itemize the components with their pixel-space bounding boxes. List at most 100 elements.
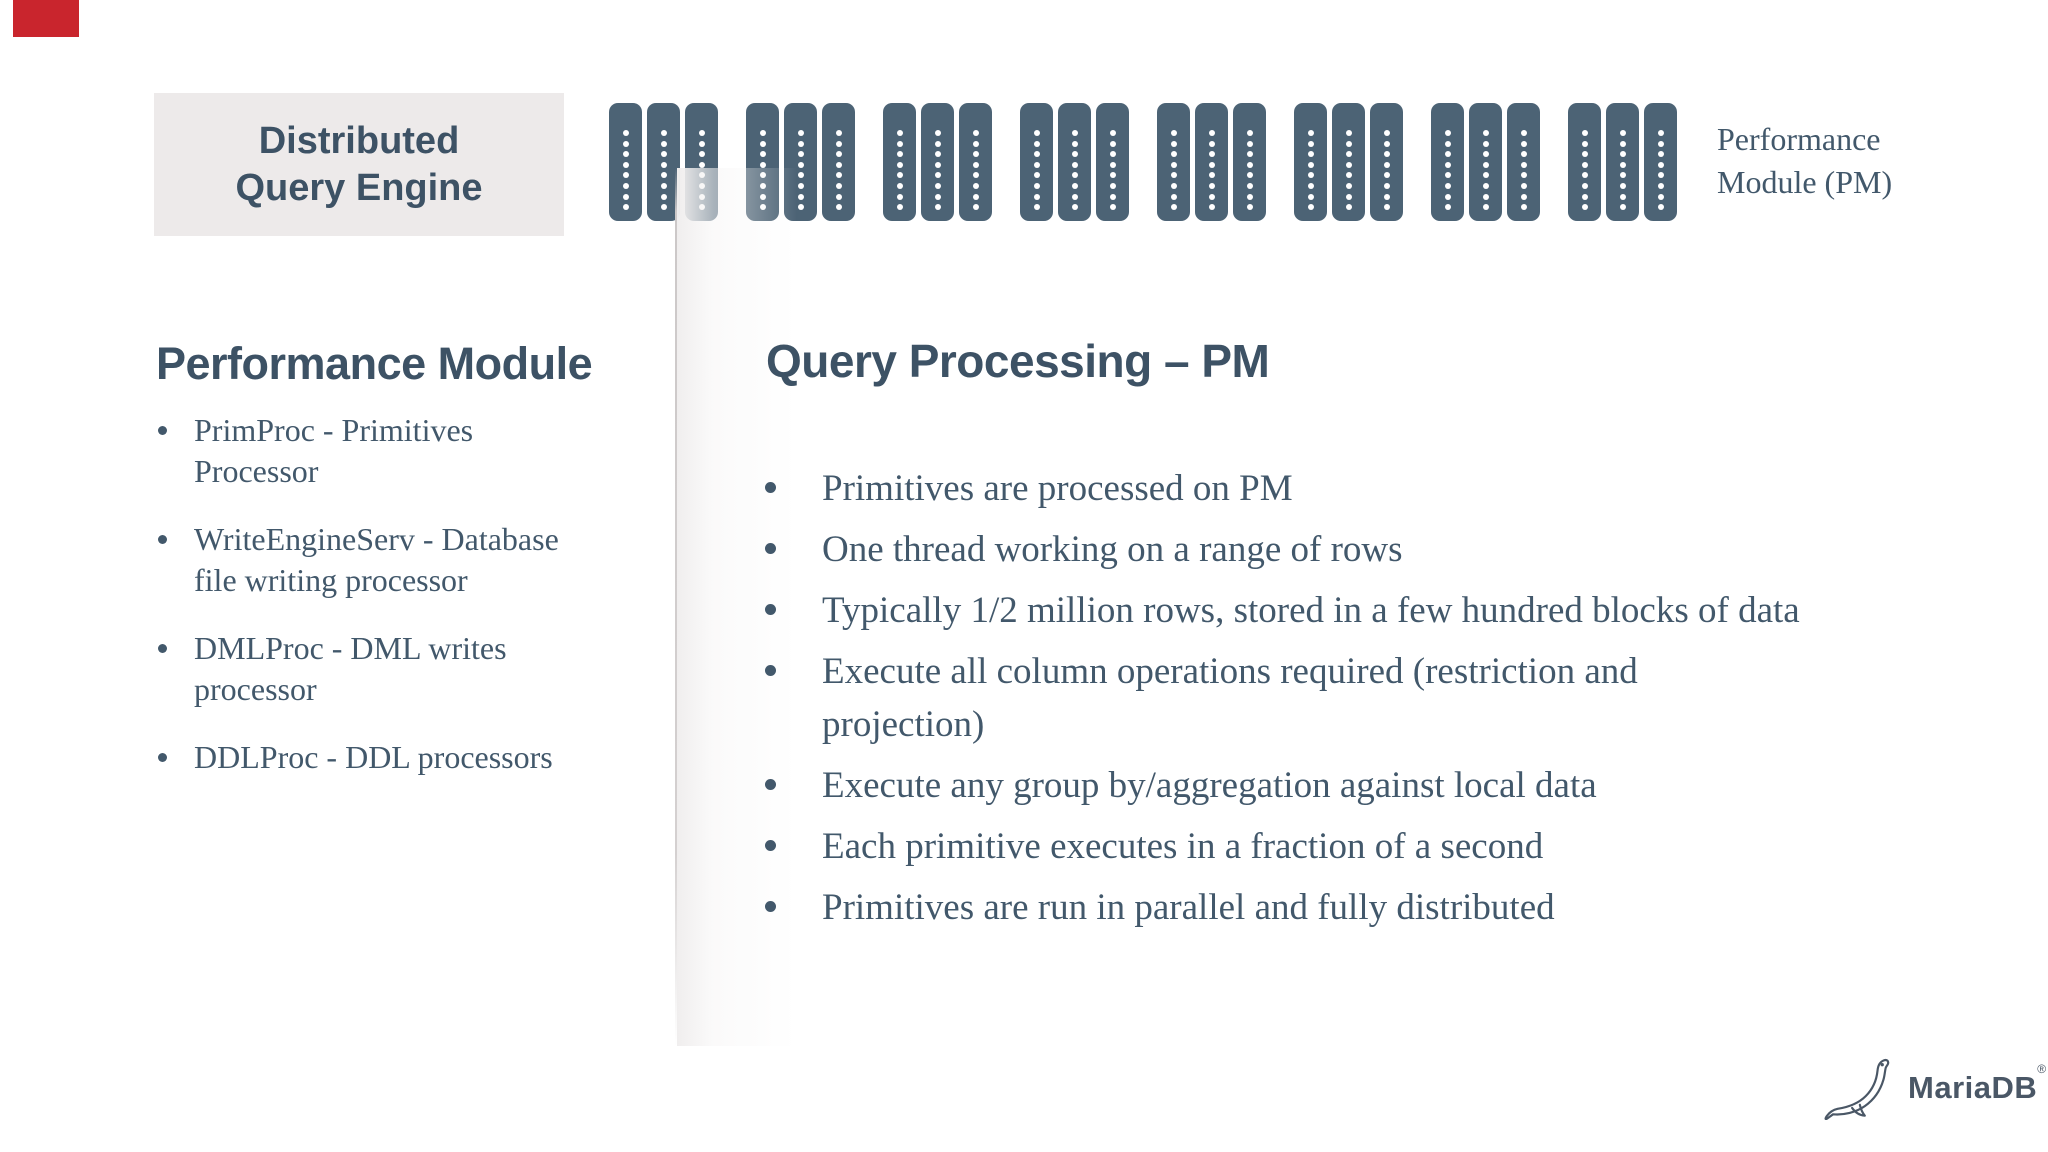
pill-dot (835, 204, 842, 211)
pill-dot (1170, 204, 1177, 211)
pill-dot (622, 204, 629, 211)
pill-dot (1246, 204, 1253, 211)
pill-dot (1581, 151, 1588, 158)
engine-box-line1: Distributed (258, 119, 460, 162)
pill-dot (835, 140, 842, 147)
pill-dot (1619, 151, 1626, 158)
bullet-icon (765, 901, 776, 912)
list-item: Primitives are run in parallel and fully… (765, 881, 1825, 934)
pill-dot (1170, 161, 1177, 168)
list-item: Execute any group by/aggregation against… (765, 759, 1825, 812)
list-item: PrimProc - Primitives Processor (158, 410, 608, 492)
server-pill-icon (1644, 103, 1677, 221)
pill-dot (1345, 161, 1352, 168)
bullet-text: DDLProc - DDL processors (194, 739, 553, 775)
pill-dot (1657, 161, 1664, 168)
pill-dot (797, 130, 804, 136)
pill-dot (1307, 130, 1314, 136)
pill-dot (1071, 161, 1078, 168)
pill-dot (1444, 140, 1451, 147)
server-pill-icon (1370, 103, 1403, 221)
pill-dot (1482, 140, 1489, 147)
server-pill-icon (1294, 103, 1327, 221)
pill-dot (660, 140, 667, 147)
right-panel-shading (677, 168, 797, 1046)
bullet-text: PrimProc - Primitives Processor (194, 412, 474, 489)
pill-dot (1619, 140, 1626, 147)
pill-dot (1520, 140, 1527, 147)
mariadb-wordmark: MariaDB (1908, 1070, 2038, 1105)
pill-dot (1619, 204, 1626, 211)
pill-dot (1033, 151, 1040, 158)
pill-dot (1109, 130, 1116, 136)
pill-dot (934, 161, 941, 168)
server-pill-icon (1233, 103, 1266, 221)
bullet-text: Primitives are processed on PM (822, 468, 1293, 509)
pill-dot (1208, 151, 1215, 158)
list-item: Execute all column operations required (… (765, 645, 1825, 751)
server-pill-icon (1157, 103, 1190, 221)
pill-dot (1109, 161, 1116, 168)
pill-dot (1444, 161, 1451, 168)
bullet-icon (158, 426, 167, 435)
pill-dot (1246, 161, 1253, 168)
pill-dot (660, 193, 667, 200)
pill-dot (1071, 151, 1078, 158)
pill-dot (1033, 182, 1040, 189)
pill-dot (759, 151, 766, 158)
pill-dot (698, 151, 705, 158)
pill-dot (1071, 193, 1078, 200)
pill-dot (698, 161, 705, 168)
pill-dot (1482, 193, 1489, 200)
pill-dot (1657, 204, 1664, 211)
pill-dot (1619, 172, 1626, 179)
left-bullet-list: PrimProc - Primitives Processor WriteEng… (158, 410, 608, 805)
bullet-icon (158, 644, 167, 653)
pill-dot (972, 151, 979, 158)
pill-dot (1657, 172, 1664, 179)
server-cluster (1431, 103, 1540, 221)
bullet-icon (765, 840, 776, 851)
bullet-text: Execute all column operations required (… (822, 651, 1638, 745)
pill-dot (1520, 204, 1527, 211)
pill-dot (934, 204, 941, 211)
server-pill-icon (609, 103, 642, 221)
pill-dot (1208, 140, 1215, 147)
server-pill-icon (1058, 103, 1091, 221)
pill-dot (1109, 193, 1116, 200)
pill-dot (1307, 182, 1314, 189)
pill-dot (1345, 193, 1352, 200)
server-pill-icon (1469, 103, 1502, 221)
bullet-icon (765, 482, 776, 493)
distributed-query-engine-box: Distributed Query Engine (154, 93, 564, 236)
pill-dot (660, 182, 667, 189)
pill-dot (1619, 193, 1626, 200)
server-cluster (1568, 103, 1677, 221)
pill-dot (759, 161, 766, 168)
pill-dot (1444, 193, 1451, 200)
pill-dot (934, 172, 941, 179)
server-cluster (746, 103, 855, 221)
pill-dot (1033, 204, 1040, 211)
pill-dot (1444, 130, 1451, 136)
pill-dot (1246, 182, 1253, 189)
pill-dot (622, 130, 629, 136)
pill-dot (1581, 172, 1588, 179)
list-item: WriteEngineServ - Database file writing … (158, 519, 608, 601)
pill-dot (1581, 161, 1588, 168)
pill-dot (1482, 130, 1489, 136)
pill-dot (660, 161, 667, 168)
pill-dot (1208, 130, 1215, 136)
pill-dot (660, 172, 667, 179)
pill-dot (1208, 161, 1215, 168)
pill-dot (1383, 193, 1390, 200)
pill-dot (1345, 204, 1352, 211)
bullet-text: Primitives are run in parallel and fully… (822, 887, 1555, 928)
pill-dot (1170, 151, 1177, 158)
mariadb-logo: MariaDB® (1824, 1056, 2046, 1120)
pill-dot (835, 172, 842, 179)
pill-dot (1383, 182, 1390, 189)
pill-dot (1071, 172, 1078, 179)
server-pill-icon (883, 103, 916, 221)
pill-dot (835, 130, 842, 136)
